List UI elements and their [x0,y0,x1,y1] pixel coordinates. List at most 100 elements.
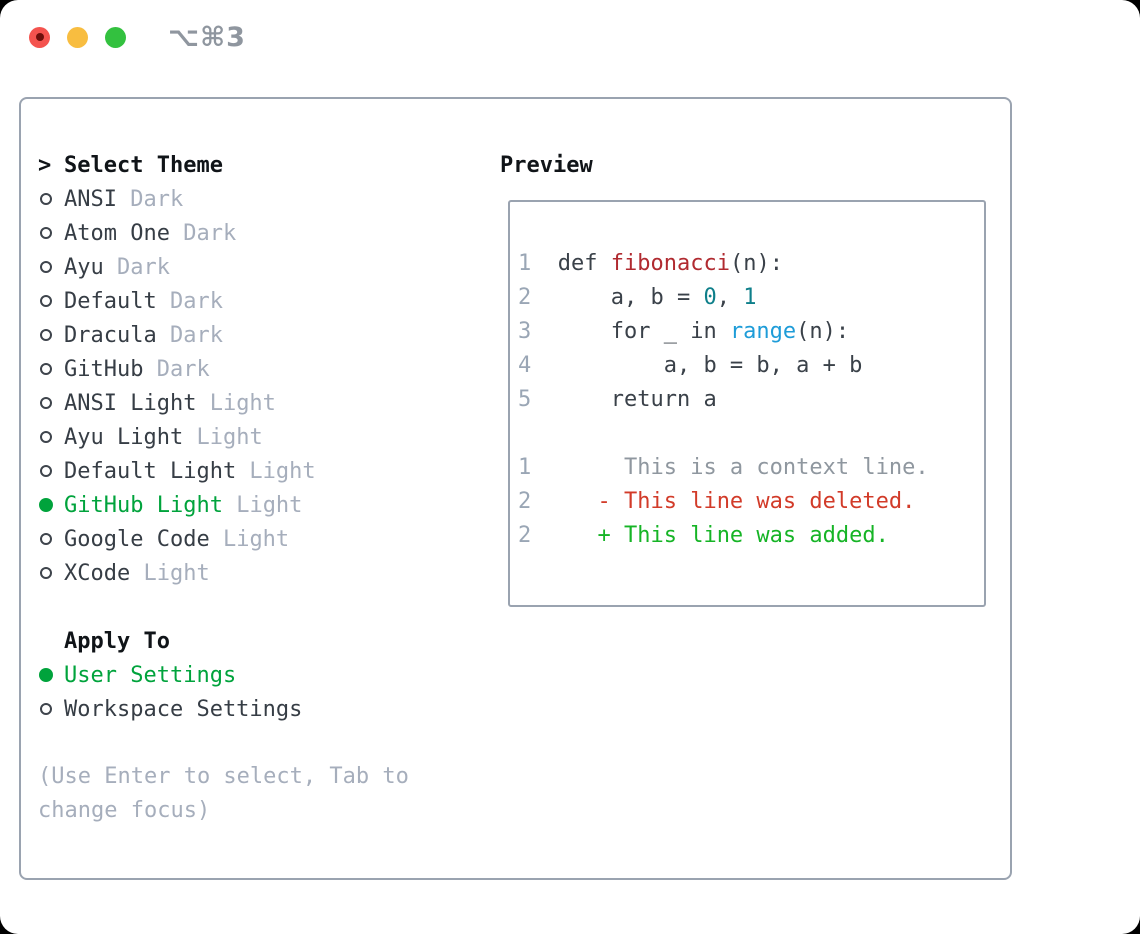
code-segment-num: 0 [703,285,717,310]
theme-variant-tag: Dark [156,322,223,348]
option-label: Atom One [64,220,170,246]
theme-option-dracula[interactable]: Dracula Dark [38,318,500,352]
code-segment-ln: 2 [518,285,558,310]
code-segment-ctx: This is a context line. [623,455,929,480]
code-line: 1 def fibonacci(n): [518,251,984,285]
radio-unselected-icon [40,261,52,273]
theme-option-xcode[interactable]: XCode Light [38,556,500,590]
focus-caret-icon: > [38,152,52,178]
apply-to-header: Apply To [64,628,170,654]
option-label: Workspace Settings [64,696,303,722]
code-segment-ln: 4 [518,353,558,378]
radio-selected-icon [39,668,53,682]
theme-option-github-light[interactable]: GitHub Light Light [38,488,500,522]
code-segment-ln: 2 [518,489,598,514]
theme-variant-tag: Dark [169,220,237,246]
close-button[interactable] [29,26,50,48]
code-line: 2 + This line was added. [518,523,984,557]
theme-variant-tag: Dark [103,254,170,280]
option-label: GitHub [64,356,144,382]
window-title: ⌥⌘3 [168,21,246,53]
radio-unselected-icon [40,397,52,409]
code-segment-c: def [557,251,611,276]
apply-option-user-settings[interactable]: User Settings [38,658,500,692]
code-segment-ln: 1 [518,251,558,276]
code-segment-ln: 3 [518,319,558,344]
spacer-row [38,726,500,760]
option-label: ANSI [64,186,117,212]
radio-unselected-icon [40,465,52,477]
code-segment-ln: 1 [518,455,624,480]
theme-option-default[interactable]: Default Dark [38,284,500,318]
radio-unselected-icon [40,329,52,341]
code-line: 2 a, b = 0, 1 [518,285,984,319]
theme-variant-tag: Light [183,424,263,450]
option-label: Ayu Light [64,424,184,450]
option-label: Dracula [64,322,157,348]
radio-unselected-icon [40,533,52,545]
apply-to-header-row: Apply To [38,624,500,658]
select-theme-header-row: > Select Theme [38,148,500,182]
theme-variant-tag: Light [236,458,316,484]
theme-option-ansi-light[interactable]: ANSI Light Light [38,386,500,420]
option-label: ANSI Light [64,390,197,416]
theme-variant-tag: Dark [116,186,184,212]
radio-selected-icon [39,498,53,512]
code-segment-c: (n): [796,319,850,344]
preview-header: Preview [500,152,593,178]
keyboard-hint: (Use Enter to select, Tab to change focu… [38,764,409,823]
theme-option-google-code[interactable]: Google Code Light [38,522,500,556]
code-segment-fn: fibonacci [610,251,730,276]
theme-option-atom-one[interactable]: Atom One Dark [38,216,500,250]
theme-option-default-light[interactable]: Default Light Light [38,454,500,488]
code-line [518,421,984,455]
option-label: Ayu [64,254,104,280]
code-segment-ln: 2 [518,523,598,548]
radio-unselected-icon [40,227,52,239]
theme-variant-tag: Dark [143,356,210,382]
theme-variant-tag: Light [222,492,303,518]
option-label: Default [64,288,157,314]
code-segment-del: - This line was deleted. [597,489,916,514]
radio-unselected-icon [40,431,52,443]
radio-unselected-icon [40,193,52,205]
radio-unselected-icon [40,567,52,579]
title-bar: ⌥⌘3 [0,0,1140,74]
option-label: Default Light [64,458,237,484]
theme-option-github[interactable]: GitHub Dark [38,352,500,386]
theme-variant-tag: Dark [156,288,223,314]
code-segment-c: (n): [729,251,783,276]
code-line: 4 a, b = b, a + b [518,353,984,387]
option-label: GitHub Light [64,492,223,518]
traffic-lights [29,26,126,48]
code-segment-num: 1 [743,285,757,310]
code-line: 2 - This line was deleted. [518,489,984,523]
theme-option-ansi[interactable]: ANSI Dark [38,182,500,216]
code-segment-c: a, b = b, a + b [557,353,863,378]
theme-variant-tag: Light [196,390,276,416]
theme-option-ayu[interactable]: Ayu Dark [38,250,500,284]
theme-option-ayu-light[interactable]: Ayu Light Light [38,420,500,454]
code-segment-c: a, b = [557,285,704,310]
theme-variant-tag: Light [209,526,290,552]
select-theme-header: Select Theme [64,152,223,178]
option-label: XCode [64,560,131,586]
zoom-button[interactable] [105,26,126,48]
code-segment-c: , [716,285,744,310]
code-segment-bi: range [729,319,797,344]
preview-header-row: Preview [500,148,1010,182]
radio-unselected-icon [40,363,52,375]
spacer-row [38,590,500,624]
option-label: User Settings [64,662,237,688]
preview-column: Preview 1 def fibonacci(n):2 a, b = 0, 1… [500,148,1010,878]
radio-unselected-icon [40,295,52,307]
code-segment-c: return a [557,387,717,412]
option-label: Google Code [64,526,210,552]
code-line: 5 return a [518,387,984,421]
apply-option-workspace-settings[interactable]: Workspace Settings [38,692,500,726]
minimize-button[interactable] [67,26,88,48]
